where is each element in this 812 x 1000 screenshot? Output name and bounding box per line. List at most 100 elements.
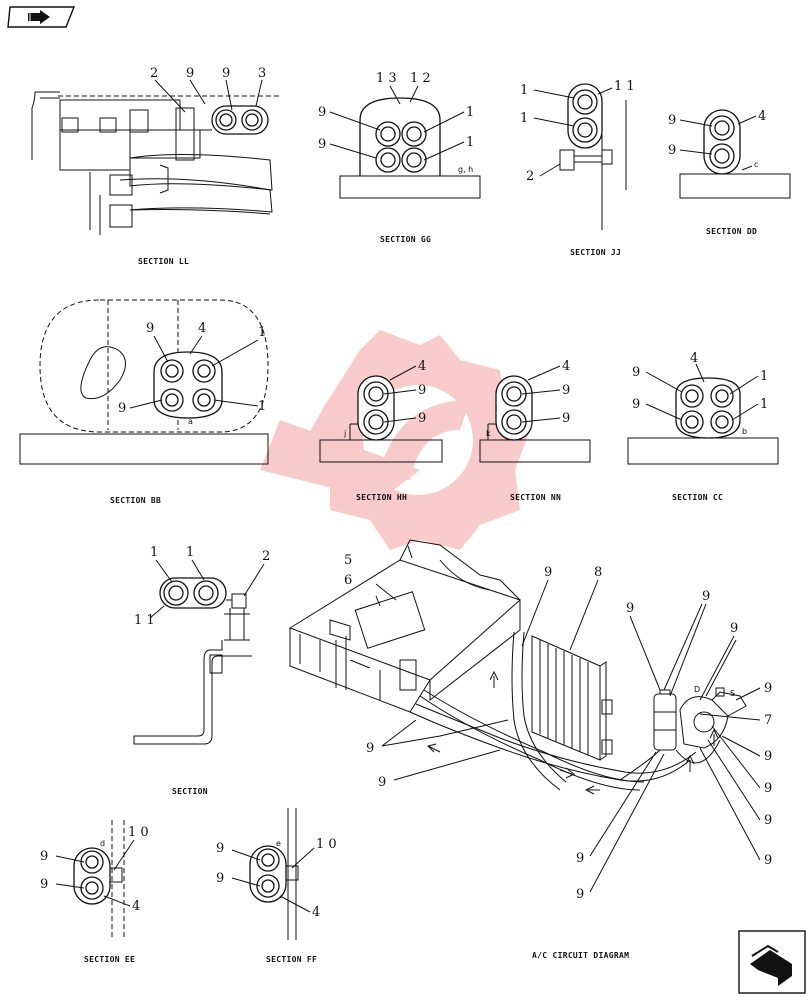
callout-9: 9	[418, 411, 426, 426]
callout-1: 1	[466, 105, 474, 120]
callout-3: 3	[258, 66, 266, 81]
callout-9: 9	[318, 105, 326, 120]
callout-1: 1	[258, 399, 266, 414]
callout-9: 9	[186, 66, 194, 81]
callout-2: 2	[262, 549, 270, 564]
next-page-button[interactable]	[738, 930, 806, 994]
callout-9: 9	[576, 851, 584, 866]
callout-9: 9	[764, 681, 772, 696]
prev-page-button[interactable]	[6, 5, 76, 29]
callout-9: 9	[562, 383, 570, 398]
callout-8: 8	[594, 565, 602, 580]
section-caption: SECTION FF	[266, 955, 317, 964]
callout-9: 9	[366, 741, 374, 756]
callout-9: 9	[318, 137, 326, 152]
section-ll: 2 9 9 3 SECTION LL	[31, 66, 280, 266]
callout-2: 2	[150, 66, 158, 81]
callout-11: 1 1	[614, 79, 635, 94]
label-d: D	[694, 685, 700, 694]
section-caption: SECTION EE	[84, 955, 135, 964]
ac-circuit-diagram: 5 6 8 9 9 9 9 D S 9 7 9 9 9 9 9 9 9 9 A/…	[288, 539, 772, 960]
callout-11: 1 1	[134, 613, 155, 628]
section-caption: SECTION BB	[110, 496, 161, 505]
callout-9: 9	[576, 887, 584, 902]
note-gh: g, h	[458, 165, 473, 174]
section-nn: 4 9 9 k SECTION NN	[479, 359, 591, 502]
callout-4: 4	[132, 899, 140, 914]
callout-9: 9	[764, 853, 772, 868]
callout-9: 9	[562, 411, 570, 426]
callout-9: 9	[632, 365, 640, 380]
section-caption: SECTION GG	[380, 235, 431, 244]
section-caption: SECTION DD	[706, 227, 757, 236]
note-j: j	[343, 429, 346, 438]
receiver-dryer	[653, 689, 677, 751]
callout-7: 7	[764, 713, 772, 728]
section-caption: SECTION HH	[356, 493, 407, 502]
callout-9: 9	[146, 321, 154, 336]
callout-5: 5	[344, 553, 352, 568]
callout-1: 1	[520, 111, 528, 126]
note-d: d	[100, 839, 105, 848]
note-k: k	[486, 429, 491, 438]
compressor	[679, 687, 747, 749]
callout-9: 9	[632, 397, 640, 412]
section-hh: 4 9 9 j SECTION HH	[319, 359, 443, 502]
section-caption: SECTION	[172, 787, 208, 796]
section-dd: 9 9 4 c SECTION DD	[668, 109, 791, 236]
callout-9: 9	[118, 401, 126, 416]
callout-4: 4	[418, 359, 426, 374]
section-caption: A/C CIRCUIT DIAGRAM	[532, 951, 629, 960]
callout-4: 4	[312, 905, 320, 920]
callout-9: 9	[222, 66, 230, 81]
section-cc: 4 9 1 9 1 b SECTION CC	[627, 351, 779, 502]
callout-9: 9	[764, 749, 772, 764]
note-c: c	[754, 160, 758, 169]
section-gg: 1 3 1 2 9 9 1 1 g, h SECTION GG	[318, 71, 481, 244]
section-caption: SECTION LL	[138, 257, 189, 266]
callout-2: 2	[526, 169, 534, 184]
callout-9: 9	[668, 113, 676, 128]
label-s: S	[730, 689, 735, 698]
callout-9: 9	[764, 781, 772, 796]
section-caption: SECTION NN	[510, 493, 561, 502]
callout-9: 9	[764, 813, 772, 828]
hvac-unit	[288, 539, 521, 713]
callout-4: 4	[562, 359, 570, 374]
callout-9: 9	[378, 775, 386, 790]
callout-1: 1	[760, 397, 768, 412]
note-b: b	[742, 427, 747, 436]
callout-1: 1	[466, 135, 474, 150]
section-bb: 9 4 1 9 1 a SECTION BB	[19, 299, 269, 505]
section-caption: SECTION CC	[672, 493, 723, 502]
callout-1: 1	[258, 325, 266, 340]
callout-1: 1	[520, 83, 528, 98]
callout-4: 4	[198, 321, 206, 336]
section-caption: SECTION JJ	[570, 248, 621, 257]
callout-9: 9	[40, 849, 48, 864]
note-e: e	[276, 839, 281, 848]
callout-4: 4	[758, 109, 766, 124]
arrow-back-icon	[7, 6, 76, 28]
callout-1: 1	[150, 545, 158, 560]
section-plain: 1 1 2 1 1 SECTION	[133, 545, 270, 796]
callout-10: 1 0	[316, 837, 337, 852]
callout-1: 1	[186, 545, 194, 560]
callout-9: 9	[668, 143, 676, 158]
section-jj: 1 1 1 1 2 SECTION JJ	[520, 79, 635, 257]
callout-9: 9	[40, 877, 48, 892]
callout-9: 9	[544, 565, 552, 580]
condenser	[531, 635, 613, 761]
callout-4: 4	[690, 351, 698, 366]
callout-9: 9	[216, 871, 224, 886]
callout-13: 1 3	[376, 71, 397, 86]
section-ff: e 1 0 9 9 4 SECTION FF	[216, 808, 337, 964]
callout-9: 9	[418, 383, 426, 398]
callout-1: 1	[760, 369, 768, 384]
section-ee: d 1 0 9 9 4 SECTION EE	[40, 820, 149, 964]
note-a: a	[188, 417, 193, 426]
callout-9: 9	[216, 841, 224, 856]
callout-12: 1 2	[410, 71, 431, 86]
callout-9: 9	[702, 589, 710, 604]
